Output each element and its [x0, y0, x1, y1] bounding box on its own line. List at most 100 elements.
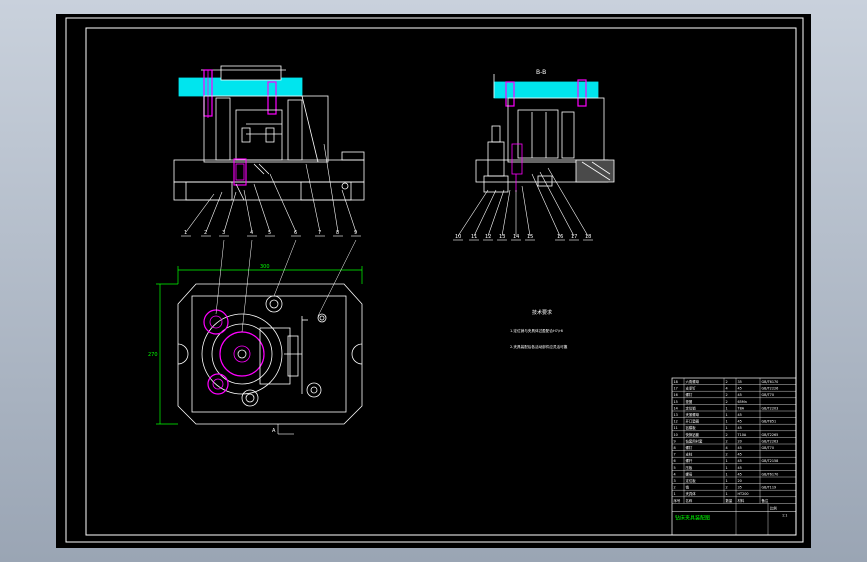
scale-value: 1:1 — [782, 513, 787, 517]
parts-list-cell: 45 — [738, 453, 742, 457]
balloon-number: 14 — [513, 234, 519, 240]
parts-list-cell: 钻套用衬套 — [686, 438, 704, 443]
balloon-number: 18 — [585, 234, 591, 240]
plan-dimensions — [156, 266, 363, 425]
parts-list-cell: 10 — [674, 433, 678, 437]
notes-line-1: 1.定位销与夹具体过盈配合H7/r6 — [510, 328, 564, 333]
parts-list-cell: 压板 — [686, 465, 693, 470]
parts-list-cell: 4 — [674, 472, 676, 476]
parts-list-cell: 45 — [738, 413, 742, 417]
parts-list-cell: 销 — [686, 485, 690, 490]
parts-list-cell: 快换钻套 — [686, 432, 700, 437]
parts-list-cell: 1 — [726, 406, 728, 410]
parts-list-cell: GB/T851 — [762, 420, 777, 424]
balloon-number: 5 — [268, 230, 271, 236]
parts-list-cell: 1 — [726, 426, 728, 430]
parts-list-cell: 1 — [726, 459, 728, 463]
parts-list-cell: 2 — [674, 486, 676, 490]
parts-list-cell: 2 — [726, 380, 728, 384]
balloon-number: 4 — [250, 230, 253, 236]
parts-list-cell: 14 — [674, 406, 678, 410]
outer-border — [65, 17, 804, 543]
parts-list-cell: 7 — [674, 453, 676, 457]
parts-list-cell: 35 — [738, 380, 742, 384]
parts-list-cell: 1 — [726, 420, 728, 424]
front-view — [173, 65, 365, 201]
parts-list-cell: 45 — [738, 446, 742, 450]
parts-list-cell: 1 — [726, 466, 728, 470]
parts-list-cell: 螺钉 — [686, 392, 693, 397]
parts-list-cell: 3 — [674, 479, 676, 483]
scale-label: 比例 — [770, 505, 777, 510]
parts-list-cell: 定位销 — [686, 405, 697, 410]
side-view — [475, 74, 615, 193]
parts-list-cell: 11 — [674, 426, 678, 430]
balloon-number: 12 — [485, 234, 491, 240]
parts-list-cell: T10A — [737, 433, 747, 437]
parts-list-header: 名称 — [686, 498, 693, 503]
parts-list-cell: 钻模板 — [686, 425, 697, 430]
parts-list-cell: 夹紧螺母 — [686, 412, 700, 417]
parts-list-cell: 8 — [674, 446, 676, 450]
balloon-number: 16 — [557, 234, 563, 240]
notes-title: 技术要求 — [532, 309, 552, 316]
parts-list-cell: 13 — [674, 413, 678, 417]
parts-list-cell: 45 — [738, 459, 742, 463]
side-top-label: B-B — [536, 69, 546, 76]
balloon-number: 17 — [571, 234, 577, 240]
parts-list-cell: 2 — [726, 393, 728, 397]
side-leaders — [457, 167, 589, 237]
parts-list-cell: 45 — [738, 472, 742, 476]
parts-list-cell: 45 — [738, 420, 742, 424]
parts-list-cell: 1 — [726, 472, 728, 476]
parts-list-header: 序号 — [674, 498, 681, 503]
drawing-title: 钻床夹具装配图 — [675, 514, 710, 521]
parts-list-cell: 6 — [674, 459, 676, 463]
parts-list-cell: 4 — [726, 446, 728, 450]
parts-list-cell: 17 — [674, 387, 678, 391]
parts-list-cell: 35 — [738, 486, 742, 490]
parts-list-cell: 支柱 — [686, 452, 693, 457]
parts-list-cell: 2 — [726, 433, 728, 437]
parts-list-cell: GB/T2263 — [762, 439, 779, 443]
parts-list-cell: 垫圈 — [686, 399, 693, 404]
parts-list-cell: 六角螺母 — [686, 379, 700, 384]
parts-list-cell: 1 — [674, 492, 676, 496]
parts-list-cell: 开口垫圈 — [686, 419, 700, 424]
parts-list-cell: 45 — [738, 466, 742, 470]
balloon-number: 2 — [204, 230, 207, 236]
parts-list-cell: GB/T70 — [762, 446, 774, 450]
parts-list-cell: GB/T2265 — [762, 433, 779, 437]
balloon-number: 6 — [294, 230, 297, 236]
parts-list-header: 材料 — [738, 498, 745, 503]
parts-list-cell: 2 — [726, 453, 728, 457]
parts-list-header: 数量 — [726, 498, 733, 503]
parts-list-cell: 1 — [726, 413, 728, 417]
parts-list-cell: 20 — [738, 439, 742, 443]
plan-cut-line — [277, 424, 294, 435]
parts-list-cell: 2 — [726, 400, 728, 404]
parts-list-cell: 2 — [726, 486, 728, 490]
parts-list-cell: 45 — [738, 393, 742, 397]
balloon-number: 9 — [354, 230, 357, 236]
notes-line-2: 2.夹具装配后各活动部件应灵活可靠 — [510, 344, 568, 349]
parts-list-cell: GB/T2226 — [762, 387, 779, 391]
parts-list-cell: T8A — [737, 406, 745, 410]
parts-list-cell: 45 — [738, 426, 742, 430]
parts-list-cell: 20 — [738, 479, 742, 483]
parts-list-cell: 支承钉 — [686, 386, 697, 391]
balloon-number: 10 — [455, 234, 461, 240]
balloon-number: 3 — [222, 230, 225, 236]
parts-list-cell: 螺钉 — [686, 445, 693, 450]
parts-list-cell: GB/T6170 — [762, 472, 779, 476]
parts-list-cell: GB/T6170 — [762, 380, 779, 384]
parts-list-cell: 12 — [674, 420, 678, 424]
balloon-number: 13 — [499, 234, 505, 240]
parts-list-cell: 4 — [726, 387, 728, 391]
balloon-number: 8 — [336, 230, 339, 236]
parts-list-cell: 15 — [674, 400, 678, 404]
plan-cut-label: A — [272, 428, 276, 434]
